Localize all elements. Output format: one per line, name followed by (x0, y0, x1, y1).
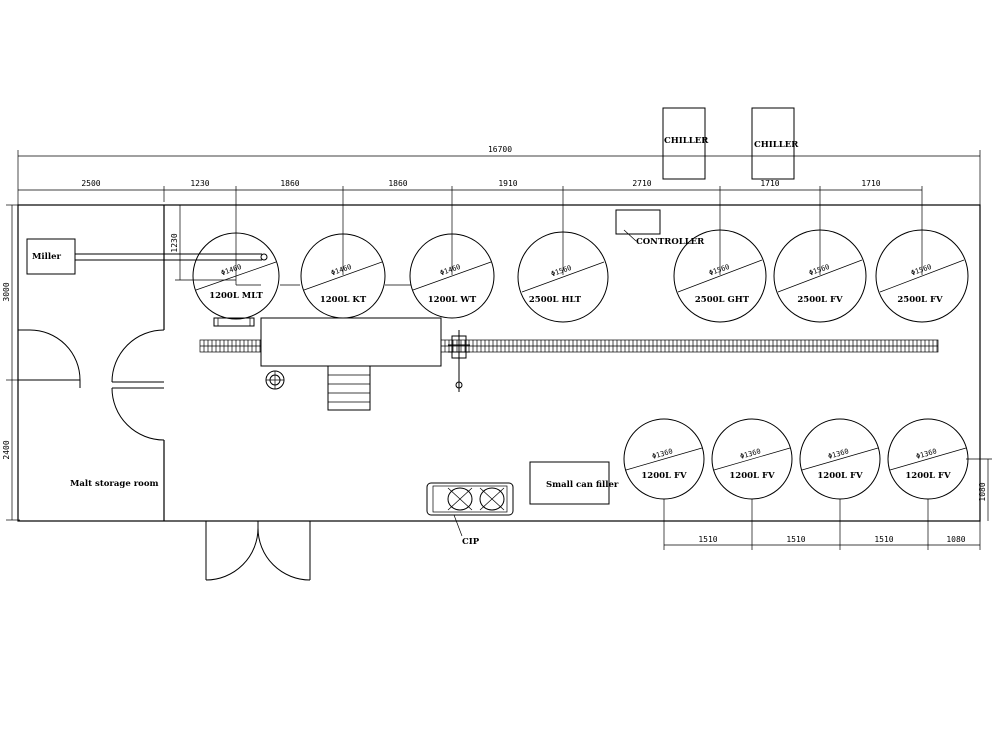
tank-top-5-label: 2500L GHT (695, 295, 750, 305)
dim-bottom-4: 1080 (946, 535, 965, 544)
chiller-1: CHILLER (662, 107, 709, 180)
tank-top-2: Φ1460 1200L KT (300, 233, 386, 319)
tank-bottom-2-diameter: Φ1360 (739, 447, 761, 461)
tank-bottom-4: Φ1360 1200L FV (887, 418, 969, 500)
dim-segment-6: 2710 (632, 179, 651, 188)
dim-segment-3: 1860 (280, 179, 299, 188)
dim-segment-8: 1710 (861, 179, 880, 188)
tank-top-3-label: 1200L WT (428, 295, 477, 305)
tank-bottom-4-label: 1200L FV (905, 471, 951, 481)
miller: Miller (26, 238, 268, 275)
malt-room-door-left (18, 329, 81, 388)
controller-label: CONTROLLER (636, 237, 705, 247)
bottom-dimensions: 1510 1510 1510 1080 1080 (663, 458, 992, 550)
tank-top-2-label: 1200L KT (320, 295, 367, 305)
top-segment-dimensions: 2500 1230 1860 1860 1910 2710 1710 1710 (18, 179, 923, 202)
tank-bottom-3-label: 1200L FV (817, 471, 863, 481)
main-entrance-double-door (205, 521, 311, 581)
tank-bottom-3: Φ1360 1200L FV (799, 418, 881, 500)
tank-top-7-diameter: Φ1560 (910, 263, 933, 277)
malt-storage-room-label: Malt storage room (70, 479, 159, 489)
tank-bottom-1: Φ1360 1200L FV (623, 418, 705, 500)
cip-cart: CIP (426, 482, 514, 547)
partition-door (111, 329, 165, 441)
cip-label: CIP (462, 537, 480, 547)
miller-label: Miller (32, 252, 62, 262)
overall-dimension: 16700 (17, 145, 981, 205)
tank-top-3-diameter: Φ1460 (439, 263, 462, 277)
tank-top-7-label: 2500L FV (897, 295, 943, 305)
dim-bottom-2: 1510 (786, 535, 805, 544)
tank-top-5-diameter: Φ1560 (708, 263, 731, 277)
dim-left-lower: 2400 (2, 440, 11, 459)
tank-bottom-2: Φ1360 1200L FV (711, 418, 793, 500)
chiller-2-label: CHILLER (754, 140, 799, 150)
tank-top-4-label: 2500L HLT (529, 295, 582, 305)
dim-segment-2: 1230 (190, 179, 209, 188)
overall-dimension-label: 16700 (488, 145, 512, 154)
tank-bottom-2-label: 1200L FV (729, 471, 775, 481)
pipe-rail-left (199, 339, 262, 353)
tank-top-1-label: 1200L MLT (209, 291, 263, 301)
tank-top-4-diameter: Φ1560 (550, 264, 573, 278)
tank-top-6-diameter: Φ1560 (808, 263, 831, 277)
building-outline (17, 204, 981, 522)
tank-top-2-diameter: Φ1460 (330, 263, 353, 277)
tank-bottom-1-diameter: Φ1360 (651, 447, 673, 461)
tank-bottom-4-diameter: Φ1360 (915, 447, 937, 461)
dim-segment-1: 2500 (81, 179, 100, 188)
dim-bottom-3: 1510 (874, 535, 893, 544)
tank-top-6-label: 2500L FV (797, 295, 843, 305)
small-can-filler-label: Small can filler (546, 480, 619, 490)
dim-vertical-offset: 1230 (170, 233, 179, 252)
tank-bottom-1-label: 1200L FV (641, 471, 687, 481)
chiller-2: CHILLER (751, 107, 799, 180)
dim-segment-5: 1910 (498, 179, 517, 188)
dim-right-vertical: 1080 (978, 482, 987, 501)
dim-left-upper: 3000 (2, 282, 11, 301)
dim-segment-4: 1860 (388, 179, 407, 188)
chiller-1-label: CHILLER (664, 136, 709, 146)
dim-bottom-1: 1510 (698, 535, 717, 544)
pipe-rail-right (440, 339, 939, 353)
valve-manifold (448, 330, 470, 392)
small-can-filler: Small can filler (529, 461, 619, 505)
tank-bottom-3-diameter: Φ1360 (827, 447, 849, 461)
dim-segment-7: 1710 (760, 179, 779, 188)
tank-leader-lines (235, 202, 923, 286)
controller: CONTROLLER (615, 209, 705, 247)
brewhouse-platform (213, 317, 442, 411)
